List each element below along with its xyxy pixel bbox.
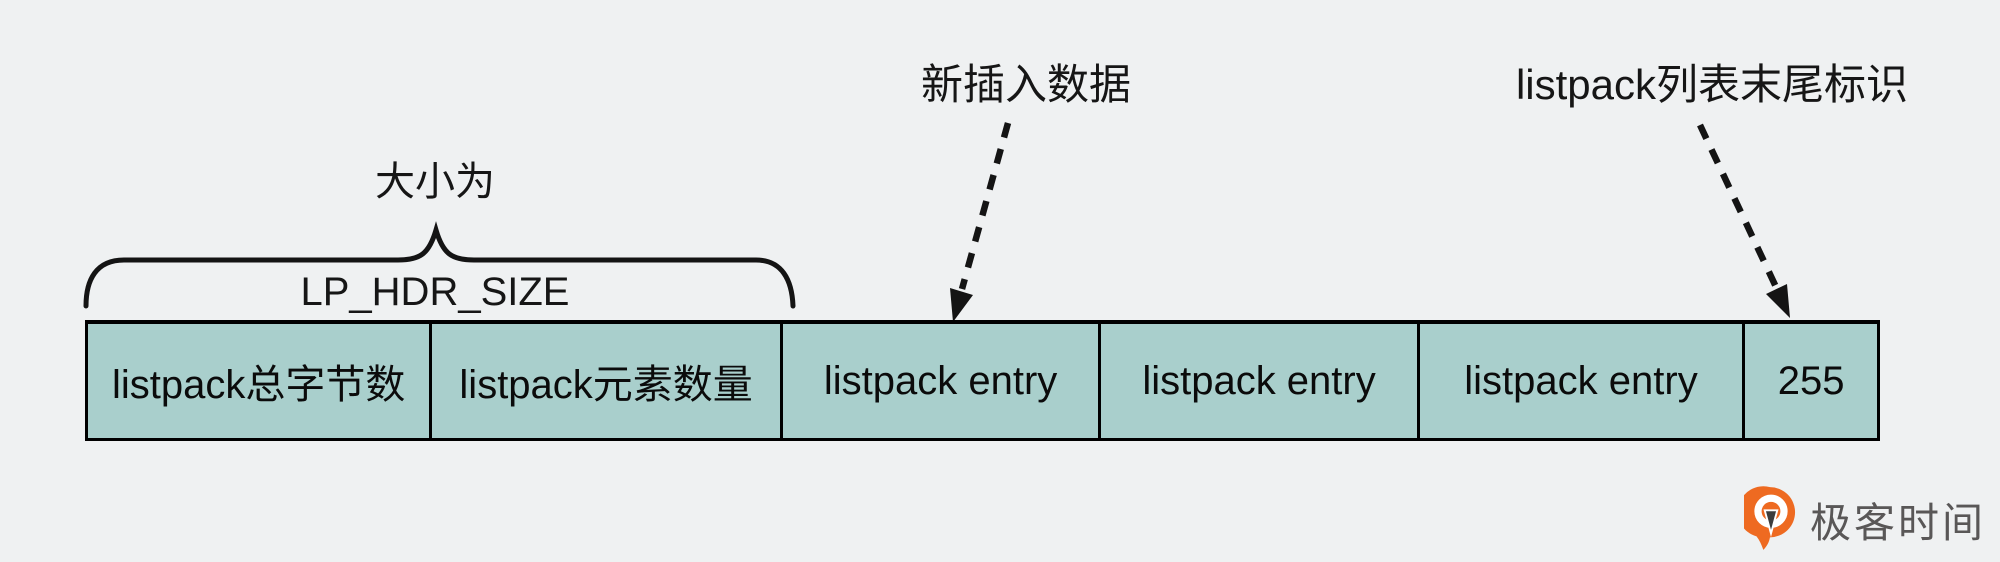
arrow-end-marker-head: [1766, 284, 1790, 318]
cell-entry-2: listpack entry: [1101, 324, 1420, 438]
header-size-label-line2: LP_HDR_SIZE: [300, 270, 570, 314]
logo-arrow: [1763, 509, 1779, 538]
header-size-label-line1: 大小为: [375, 160, 495, 204]
geektime-logo-icon: [1744, 486, 1795, 550]
brand-logo-text: 极客时间: [1810, 500, 1986, 546]
cell-entry-1: listpack entry: [782, 324, 1102, 438]
arrow-new-data-line: [958, 122, 1012, 290]
cell-end-byte-255: 255: [1745, 324, 1877, 438]
listpack-cell-row: listpack总字节数 listpack元素数量 listpack entry…: [85, 320, 1880, 441]
brand-logo: 极客时间: [1744, 486, 1986, 552]
cell-entry-3: listpack entry: [1419, 324, 1746, 438]
cell-total-bytes: listpack总字节数: [88, 324, 433, 438]
annotation-end-marker: listpack列表末尾标识: [1515, 61, 1909, 108]
arrow-end-marker-line: [1697, 123, 1779, 289]
arrow-new-data-head: [950, 288, 973, 322]
annotation-new-inserted-data: 新插入数据: [920, 61, 1131, 108]
cell-element-count: listpack元素数量: [432, 324, 783, 438]
